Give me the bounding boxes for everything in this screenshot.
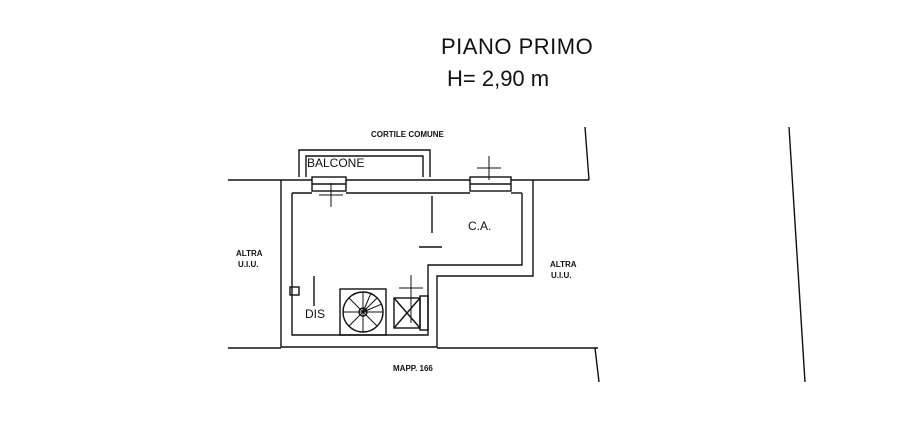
light-markers: [319, 156, 501, 323]
label-balcone: BALCONE: [307, 156, 364, 170]
floor-title: PIANO PRIMO: [441, 34, 594, 59]
door-jamb: [289, 286, 300, 296]
label-uiu-right: U.I.U.: [551, 271, 571, 280]
label-cortile: CORTILE COMUNE: [371, 130, 445, 139]
label-uiu-left: U.I.U.: [238, 260, 258, 269]
far-right-line: [788, 126, 806, 383]
label-ca: C.A.: [468, 219, 491, 233]
label-mapp: MAPP. 166: [393, 364, 433, 373]
outer-wall: [280, 180, 534, 348]
spiral-stair: [339, 288, 387, 336]
label-altra-left: ALTRA: [236, 249, 263, 258]
label-dis: DIS: [305, 307, 325, 321]
floor-height: H= 2,90 m: [447, 66, 550, 91]
balcony: [298, 149, 431, 177]
label-altra-right: ALTRA: [550, 260, 577, 269]
